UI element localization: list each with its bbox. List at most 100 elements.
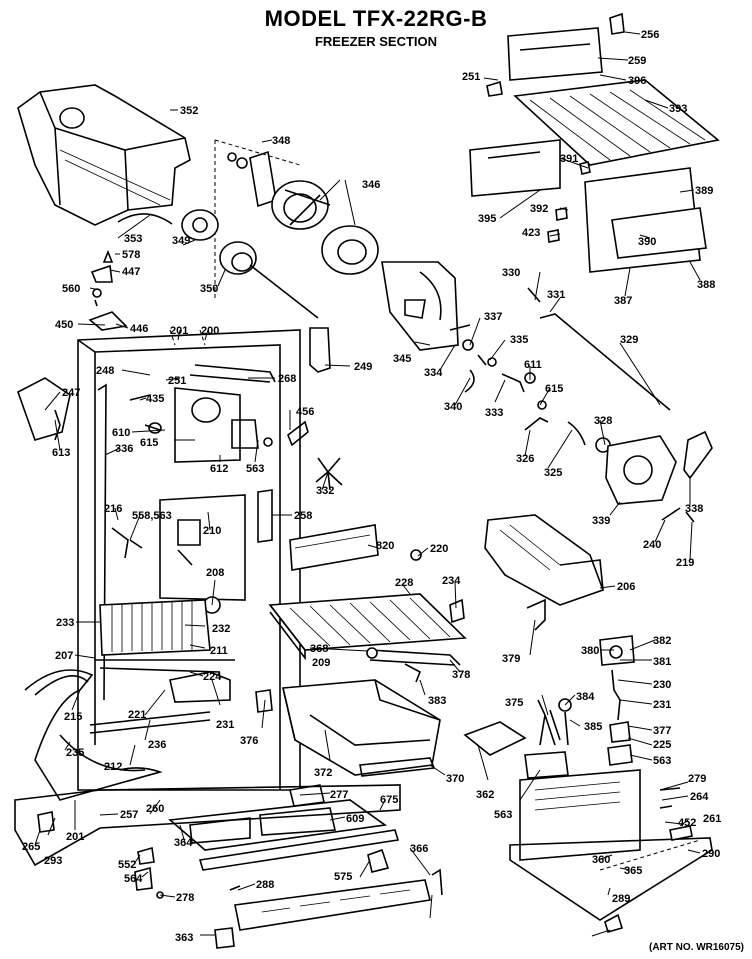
callout-label: 350 [200,283,218,295]
callout-label: 328 [594,415,612,427]
callout-label: 578 [122,249,140,261]
callout-label: 389 [695,185,713,197]
callout-label: 240 [643,539,661,551]
callout-label: 372 [314,767,332,779]
callout-label: 390 [638,236,656,248]
callout-label: 236 [148,739,166,751]
callout-label: 209 [312,657,330,669]
callout-label: 376 [240,735,258,747]
callout-label: 452 [678,817,696,829]
callout-label: 387 [614,295,632,307]
section-subtitle: FREEZER SECTION [314,34,438,49]
callout-label: 261 [703,813,721,825]
callout-label: 230 [653,679,671,691]
callout-label: 208 [206,567,224,579]
callout-label: 201 [170,325,188,337]
callout-label: 675 [380,794,398,806]
callout-label: 289 [612,893,630,905]
callout-label: 380 [581,645,599,657]
callout-label: 613 [52,447,70,459]
callout-label: 326 [516,453,534,465]
callout-label: 368 [310,643,328,655]
callout-label: 447 [122,266,140,278]
callout-label: 200 [201,325,219,337]
callout-label: 216 [104,503,122,515]
callout-label: 333 [485,407,503,419]
callout-label: 231 [216,719,234,731]
callout-label: 379 [502,653,520,665]
callout-label: 235 [66,747,84,759]
callout-label: 228 [395,577,413,589]
callout-label: 381 [653,656,671,668]
callout-label: 348 [272,135,290,147]
callout-label: 456 [296,406,314,418]
callout-label: 256 [641,29,659,41]
callout-label: 575 [334,871,352,883]
callout-label: 563 [246,463,264,475]
callout-label: 366 [410,843,428,855]
callout-label: 277 [330,789,348,801]
callout-label: 264 [690,791,709,803]
callout-label: 610 [112,427,130,439]
callout-label: 396 [628,75,646,87]
callout-label: 249 [354,361,372,373]
callout-label: 552 [118,859,136,871]
callout-label: 206 [617,581,635,593]
callout-label: 339 [592,515,610,527]
callout-label: 329 [620,334,638,346]
callout-label: 334 [424,367,443,379]
callout-label: 234 [442,575,461,587]
callout-label: 364 [174,837,193,849]
callout-label: 564 [124,873,143,885]
callout-label: 391 [560,153,578,165]
callout-label: 558,563 [132,510,172,522]
callout-label: 248 [96,365,114,377]
callout-label: 360 [592,854,610,866]
callout-label: 231 [653,699,671,711]
part-number-labels: 256 259 251 396 393 391 395 392 423 389 … [22,29,721,944]
model-title: MODEL TFX-22RG-B [264,6,488,31]
callout-label: 279 [688,773,706,785]
callout-label: 221 [128,709,146,721]
callout-label: 349 [172,235,190,247]
callout-label: 563 [494,809,512,821]
callout-label: 211 [210,645,228,657]
callout-label: 385 [584,721,602,733]
callout-label: 332 [316,485,334,497]
callout-label: 378 [452,669,470,681]
callout-label: 820 [376,540,394,552]
callout-label: 220 [430,543,448,555]
callout-label: 393 [669,103,687,115]
callout-label: 450 [55,319,73,331]
callout-label: 423 [522,227,540,239]
callout-label: 395 [478,213,496,225]
callout-label: 370 [446,773,464,785]
callout-label: 278 [176,892,194,904]
callout-label: 337 [484,311,502,323]
callout-label: 362 [476,789,494,801]
callout-label: 225 [653,739,671,751]
callout-label: 560 [62,283,80,295]
callout-label: 609 [346,813,364,825]
callout-label: 210 [203,525,221,537]
callout-label: 612 [210,463,228,475]
callout-label: 293 [44,855,62,867]
callout-label: 247 [62,387,80,399]
part-drawings [14,12,720,949]
callout-label: 325 [544,467,562,479]
callout-label: 375 [505,697,523,709]
leader-lines [34,31,701,937]
callout-label: 224 [203,671,222,683]
callout-label: 446 [130,323,148,335]
callout-label: 251 [462,71,480,83]
callout-label: 338 [685,503,703,515]
callout-label: 382 [653,635,671,647]
callout-label: 290 [702,848,720,860]
callout-label: 331 [547,289,565,301]
callout-label: 336 [115,443,133,455]
callout-label: 207 [55,650,73,662]
callout-label: 363 [175,932,193,944]
callout-label: 611 [524,359,542,371]
callout-label: 201 [66,831,84,843]
